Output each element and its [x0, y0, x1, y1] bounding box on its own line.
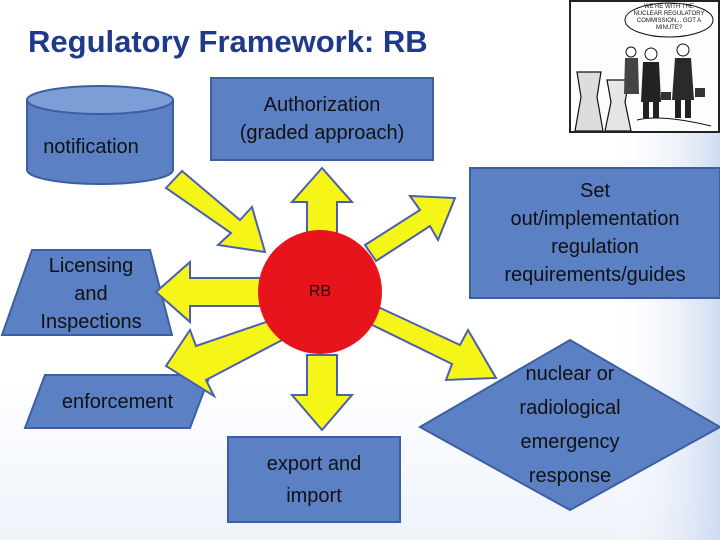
cartoon-image: WE'RE WITH THE NUCLEAR REGULATORY COMMIS… [569, 0, 720, 133]
rb-center-circle [258, 230, 382, 354]
notification-label: notification [43, 136, 139, 158]
regulation-label: Set out/implementation regulation requir… [504, 180, 686, 286]
enforcement-parallelogram [23, 374, 212, 429]
cartoon-drawing [571, 2, 718, 131]
cartoon-caption: WE'RE WITH THE NUCLEAR REGULATORY COMMIS… [633, 4, 705, 31]
arrow-upper-right [363, 194, 457, 263]
arrow-left [154, 259, 276, 325]
authorization-box [210, 77, 434, 161]
licensing-label: Licensing and Inspections [40, 255, 142, 333]
arrow-up [289, 166, 355, 241]
emergency-label: nuclear or radiological emergency respon… [519, 363, 621, 487]
authorization-label: Authorization (graded approach) [239, 94, 405, 144]
export-box [227, 436, 401, 523]
licensing-trapezoid [0, 249, 174, 336]
arrow-upper-left [164, 169, 267, 254]
rb-label: RB [308, 283, 332, 300]
arrow-lower-right [360, 304, 498, 382]
enforcement-label: enforcement [61, 390, 174, 413]
arrow-lower-left [164, 318, 288, 399]
page-title: Regulatory Framework: RB [28, 24, 428, 59]
arrow-down [289, 354, 355, 432]
emergency-diamond [417, 338, 720, 512]
regulation-box [469, 167, 720, 299]
notification-cylinder [26, 85, 174, 185]
export-label: export and import [266, 452, 362, 507]
